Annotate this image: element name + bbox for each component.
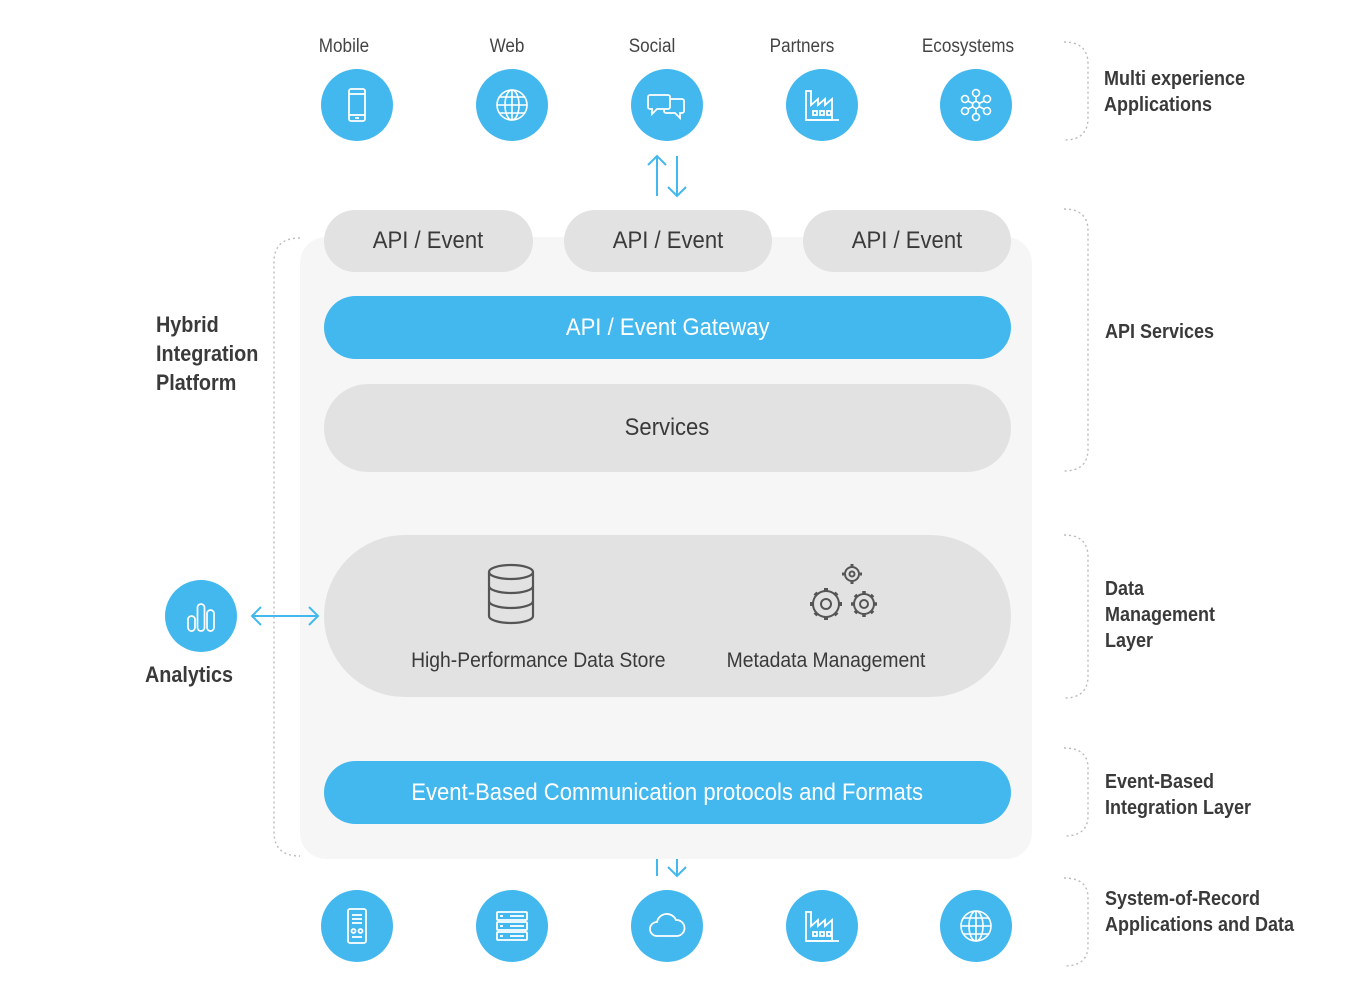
data-store-label: High-Performance Data Store (411, 649, 666, 672)
api-event-pill-2: API / Event (564, 210, 772, 272)
analytics-label: Analytics (145, 662, 234, 687)
bracket-api-services (1062, 207, 1092, 478)
app-label-ecosystems: Ecosystems (921, 36, 1015, 57)
layer-label-system-of-record: System-of-Record Applications and Data (1105, 888, 1295, 936)
services-block: Services (324, 384, 1011, 472)
app-label-social: Social (628, 36, 676, 57)
bracket-system-of-record (1062, 876, 1092, 973)
bracket-data-management (1062, 533, 1092, 705)
horizontal-bidirectional-arrow (248, 602, 322, 630)
data-management-block (324, 535, 1011, 697)
database-icon (486, 563, 536, 630)
mobile-phone-icon (321, 69, 393, 141)
bracket-multi-experience (1062, 40, 1092, 147)
metadata-label: Metadata Management (726, 649, 926, 672)
app-label-web: Web (489, 36, 525, 57)
factory-icon (786, 69, 858, 141)
api-event-pill-3: API / Event (803, 210, 1011, 272)
api-event-gateway: API / Event Gateway (324, 296, 1011, 359)
platform-bracket (270, 236, 302, 858)
api-event-pill-1: API / Event (324, 210, 533, 272)
bidirectional-arrow-top (641, 152, 693, 200)
layer-label-data-management: Data Management Layer (1105, 578, 1216, 652)
server-rack-icon (476, 890, 548, 962)
layer-label-api-services: API Services (1105, 321, 1215, 343)
globe-icon (476, 69, 548, 141)
bracket-event-based (1062, 746, 1092, 843)
platform-label: Hybrid Integration Platform (156, 312, 259, 395)
cloud-icon (631, 890, 703, 962)
chat-bubbles-icon (631, 69, 703, 141)
app-label-mobile: Mobile (318, 36, 370, 57)
app-label-partners: Partners (769, 36, 835, 57)
layer-label-event-based: Event-Based Integration Layer (1105, 771, 1252, 819)
server-tower-icon (321, 890, 393, 962)
layer-label-multi-experience: Multi experience Applications (1104, 68, 1246, 116)
globe-icon (940, 890, 1012, 962)
factory-icon (786, 890, 858, 962)
network-icon (940, 69, 1012, 141)
gears-icon (804, 562, 884, 631)
analytics-cylinders-icon (165, 580, 237, 652)
event-protocols-bar: Event-Based Communication protocols and … (324, 761, 1011, 824)
